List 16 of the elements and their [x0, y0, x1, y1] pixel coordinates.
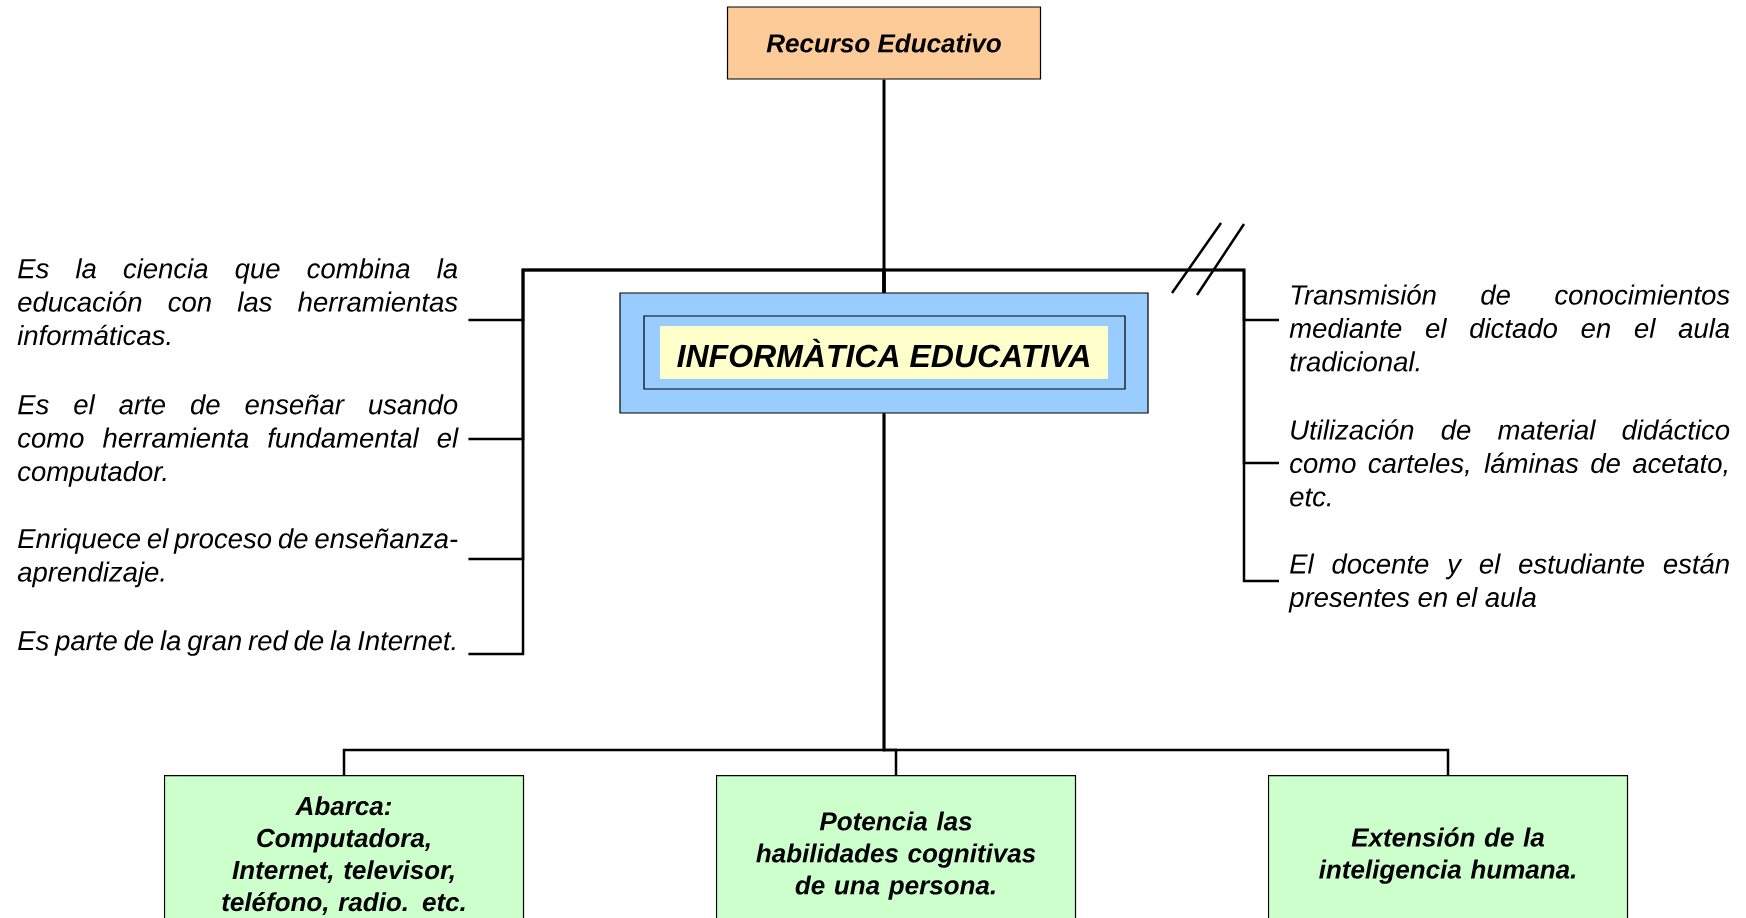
description-text: Es la ciencia que combina la educación con las herramientas informáticas. [17, 258, 458, 346]
title-box: Recurso Educativo [726, 6, 1042, 80]
description-text: Enriquece el proceso de enseñanza-aprendizaje. [17, 528, 458, 588]
description-text: Utilización de material didáctico como carteles, láminas de acetato, etc. [1290, 419, 1730, 507]
description-text: Transmisión de conocimientos mediante el dictado en el aula tradicional. [1289, 284, 1730, 372]
connector-line [882, 268, 1279, 583]
description-text: Es el arte de enseñar usando como herramienta fundamental el computador. [18, 394, 459, 487]
feature-box: Abarca: Computadora, Internet, televisor, teléfono, radio. etc. [163, 775, 525, 918]
connector-line [882, 413, 1450, 775]
connector-line [468, 268, 886, 656]
feature-box: Potencia las habilidades cognitivas de una persona. [715, 775, 1077, 918]
feature-box: Extensión de la inteligencia humana. [1267, 775, 1629, 918]
description-text: El docente y el estudiante están presentes en el aula [1288, 553, 1729, 613]
connector-line [882, 79, 886, 293]
main-topic-box: INFORMÀTICA EDUCATIVA [619, 292, 1149, 414]
description-text: Es parte de la gran red de la Internet. [18, 630, 455, 656]
